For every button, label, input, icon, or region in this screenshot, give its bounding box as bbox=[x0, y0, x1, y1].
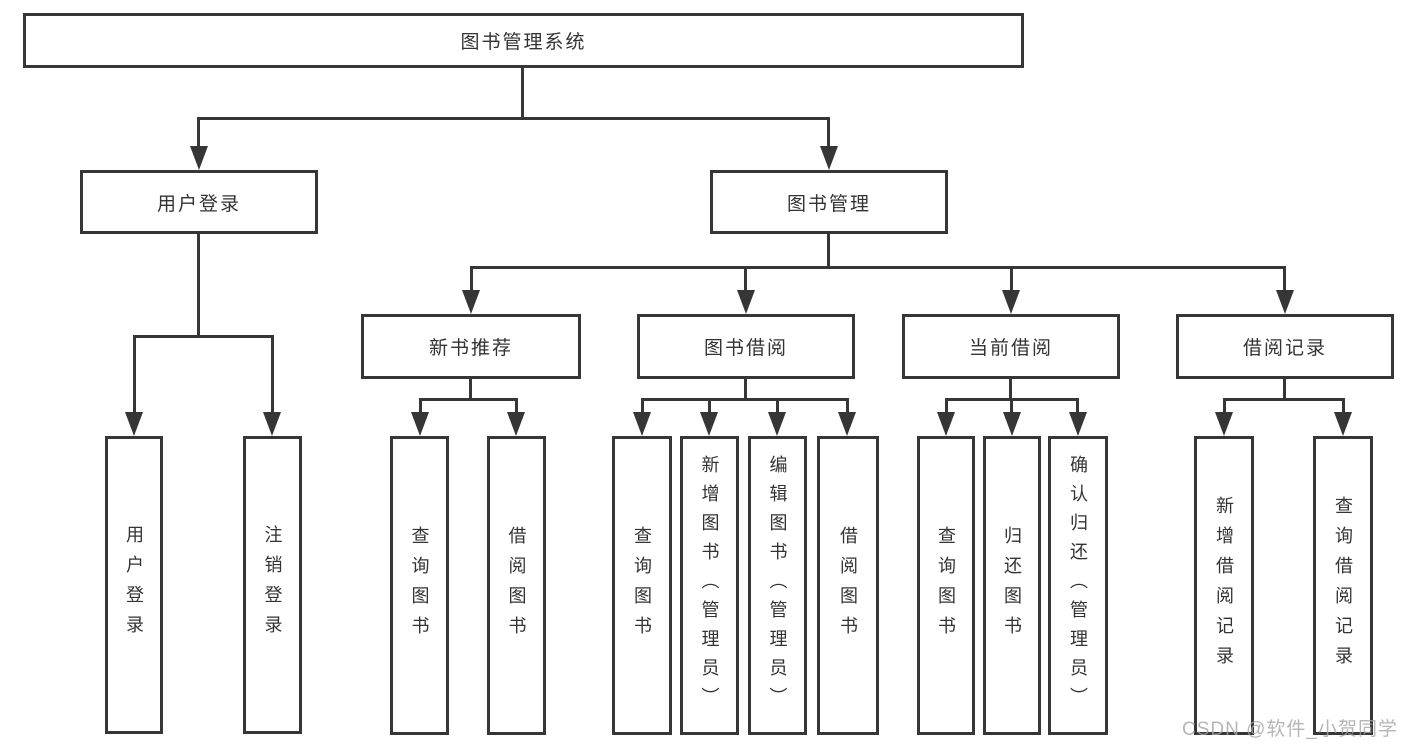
leaf-nb-query-book-label: 查询图书 bbox=[409, 525, 430, 646]
leaf-cb-confirm-return-admin: 确认归还（管理员） bbox=[1048, 436, 1108, 735]
arrow-borrow-record bbox=[1276, 290, 1294, 314]
node-borrow-record-label: 借阅记录 bbox=[1242, 338, 1327, 359]
leaf-br-add-record: 新增借阅记录 bbox=[1194, 436, 1254, 735]
node-new-book-recommend: 新书推荐 bbox=[361, 314, 581, 379]
leaf-bb-query-book-label: 查询图书 bbox=[632, 525, 652, 646]
connector-stem-leaf-logout bbox=[271, 335, 274, 415]
connector-book-management-vline bbox=[827, 234, 830, 269]
node-book-management: 图书管理 bbox=[710, 170, 948, 234]
arrow-bb-query bbox=[633, 412, 651, 436]
connector-stem-bb-edit bbox=[776, 398, 779, 416]
arrow-br-add bbox=[1215, 412, 1233, 436]
node-current-borrow-label: 当前借阅 bbox=[968, 338, 1053, 359]
arrow-bb-edit bbox=[768, 412, 786, 436]
node-new-book-recommend-label: 新书推荐 bbox=[428, 338, 513, 359]
node-root: 图书管理系统 bbox=[23, 13, 1024, 68]
node-book-borrow-label: 图书借阅 bbox=[703, 338, 788, 359]
connector-book-borrow-vline bbox=[744, 379, 747, 401]
arrow-leaf-logout bbox=[263, 412, 281, 436]
connector-book-borrow-hline bbox=[641, 398, 849, 401]
arrow-cb-return bbox=[1003, 412, 1021, 436]
leaf-cb-confirm-return-admin-label: 确认归还（管理员） bbox=[1068, 455, 1088, 716]
connector-borrow-record-vline bbox=[1283, 379, 1286, 401]
connector-stem-user-login bbox=[197, 117, 200, 149]
connector-borrow-record-hline bbox=[1223, 398, 1344, 401]
arrow-user-login bbox=[190, 146, 208, 170]
leaf-br-query-record-label: 查询借阅记录 bbox=[1333, 495, 1353, 676]
leaf-br-add-record-label: 新增借阅记录 bbox=[1214, 495, 1234, 676]
connector-stem-nb-borrow bbox=[515, 398, 518, 416]
leaf-logout: 注销登录 bbox=[243, 436, 302, 734]
arrow-current-borrow bbox=[1002, 290, 1020, 314]
connector-stem-borrow-record bbox=[1283, 266, 1286, 293]
connector-stem-book-management bbox=[827, 117, 830, 149]
node-book-management-label: 图书管理 bbox=[786, 193, 871, 215]
leaf-bb-borrow-book: 借阅图书 bbox=[817, 436, 879, 735]
leaf-nb-query-book: 查询图书 bbox=[390, 436, 449, 735]
leaf-bb-add-book-admin: 新增图书（管理员） bbox=[680, 436, 739, 735]
arrow-cb-confirm bbox=[1069, 412, 1087, 436]
connector-user-login-hline bbox=[133, 335, 274, 338]
connector-root-vline bbox=[521, 68, 524, 119]
leaf-bb-add-book-admin-label: 新增图书（管理员） bbox=[699, 455, 720, 716]
arrow-book-management bbox=[820, 146, 838, 170]
node-borrow-record: 借阅记录 bbox=[1176, 314, 1394, 379]
leaf-cb-return-book-label: 归还图书 bbox=[1002, 525, 1022, 646]
connector-stem-bb-query bbox=[641, 398, 644, 416]
leaf-cb-return-book: 归还图书 bbox=[983, 436, 1041, 735]
connector-user-login-vline bbox=[197, 234, 200, 338]
connector-new-book-hline bbox=[419, 398, 518, 401]
leaf-nb-borrow-book-label: 借阅图书 bbox=[506, 525, 527, 646]
connector-stem-nb-query bbox=[419, 398, 422, 416]
arrow-br-query bbox=[1334, 412, 1352, 436]
arrow-leaf-login bbox=[125, 412, 143, 436]
leaf-bb-borrow-book-label: 借阅图书 bbox=[838, 525, 858, 646]
leaf-cb-query-book-label: 查询图书 bbox=[936, 525, 956, 646]
node-current-borrow: 当前借阅 bbox=[902, 314, 1120, 379]
arrow-new-book bbox=[462, 290, 480, 314]
arrow-nb-borrow bbox=[507, 412, 525, 436]
arrow-bb-borrow bbox=[838, 412, 856, 436]
connector-book-management-hline bbox=[470, 266, 1286, 269]
leaf-user-login: 用户登录 bbox=[105, 436, 163, 734]
connector-stem-current-borrow bbox=[1010, 266, 1013, 293]
connector-stem-new-book bbox=[470, 266, 473, 293]
leaf-user-login-label: 用户登录 bbox=[124, 525, 144, 645]
arrow-nb-query bbox=[411, 412, 429, 436]
leaf-bb-query-book: 查询图书 bbox=[612, 436, 672, 735]
connector-stem-br-add bbox=[1223, 398, 1226, 416]
connector-stem-cb-query bbox=[945, 398, 948, 416]
leaf-logout-label: 注销登录 bbox=[262, 525, 283, 645]
connector-stem-br-query bbox=[1342, 398, 1345, 416]
connector-stem-cb-confirm bbox=[1076, 398, 1079, 416]
node-user-login: 用户登录 bbox=[80, 170, 318, 234]
connector-new-book-vline bbox=[469, 379, 472, 401]
leaf-nb-borrow-book: 借阅图书 bbox=[487, 436, 546, 735]
leaf-br-query-record: 查询借阅记录 bbox=[1313, 436, 1373, 735]
leaf-bb-edit-book-admin-label: 编辑图书（管理员） bbox=[767, 455, 788, 716]
node-user-login-label: 用户登录 bbox=[156, 193, 241, 215]
node-book-borrow: 图书借阅 bbox=[637, 314, 855, 379]
connector-root-hline bbox=[197, 117, 830, 120]
connector-current-borrow-vline bbox=[1009, 379, 1012, 401]
arrow-book-borrow bbox=[737, 290, 755, 314]
leaf-bb-edit-book-admin: 编辑图书（管理员） bbox=[748, 436, 807, 735]
connector-stem-leaf-login bbox=[133, 335, 136, 415]
arrow-cb-query bbox=[937, 412, 955, 436]
connector-stem-bb-add bbox=[708, 398, 711, 416]
connector-stem-bb-borrow bbox=[846, 398, 849, 416]
node-root-label: 图书管理系统 bbox=[460, 32, 587, 53]
csdn-watermark: CSDN @软件_小贺同学 bbox=[1182, 719, 1398, 740]
connector-stem-book-borrow bbox=[744, 266, 747, 293]
arrow-bb-add bbox=[700, 412, 718, 436]
connector-stem-cb-return bbox=[1010, 398, 1013, 416]
leaf-cb-query-book: 查询图书 bbox=[917, 436, 975, 735]
